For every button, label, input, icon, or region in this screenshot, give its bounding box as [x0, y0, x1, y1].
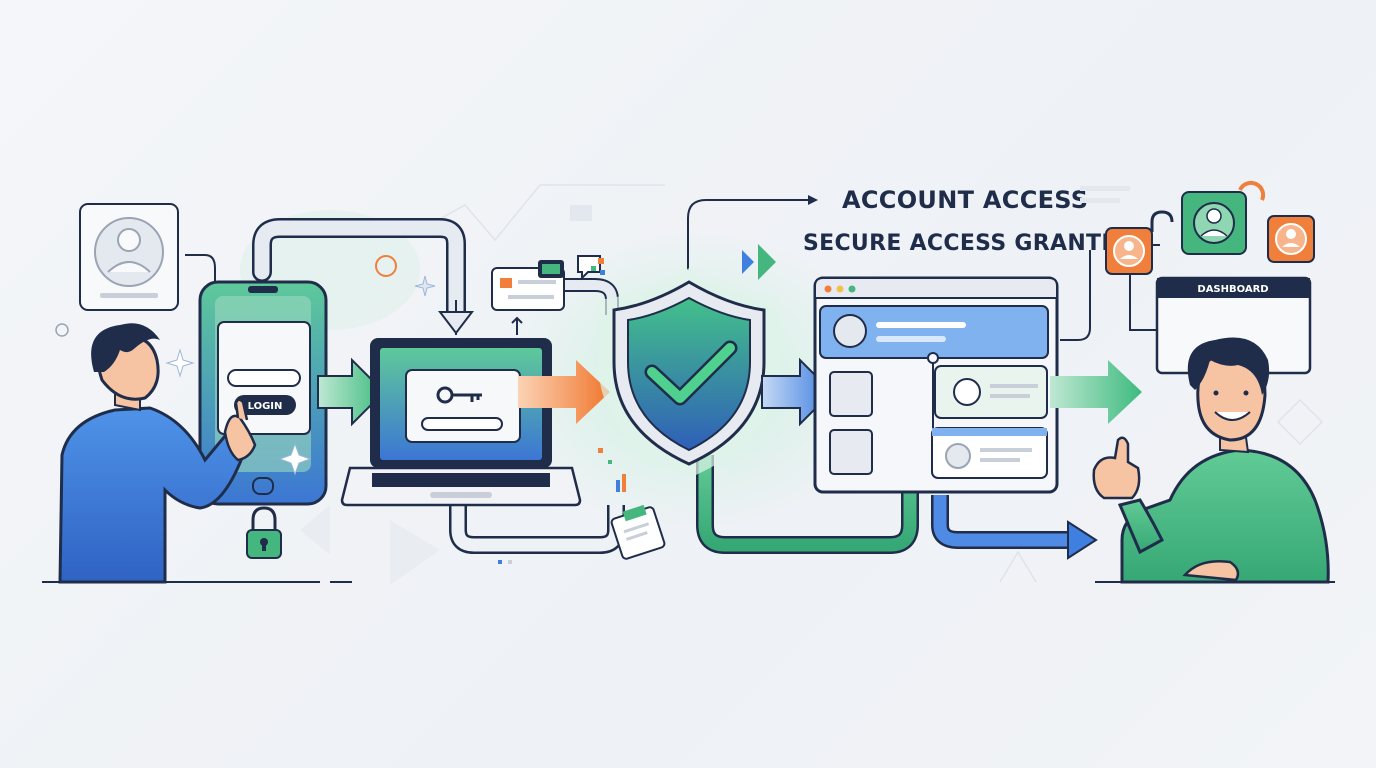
laptop — [340, 338, 582, 507]
person-left — [58, 323, 257, 584]
headline-subtitle: SECURE ACCESS GRANTED — [803, 231, 1136, 256]
user-avatar-icon — [1267, 215, 1315, 263]
decor-bits — [498, 244, 776, 564]
document-icon — [610, 504, 666, 560]
login-button[interactable]: LOGIN — [234, 395, 296, 415]
key-login-window — [405, 369, 521, 443]
user-avatar-icon — [833, 314, 867, 348]
flow-arrow-1 — [317, 357, 386, 427]
flow-connectors — [185, 195, 1160, 560]
dashboard-label: DASHBOARD — [1197, 284, 1268, 295]
user-avatar-icon — [1105, 227, 1153, 275]
notification-card — [491, 255, 601, 335]
shield-check-icon — [598, 268, 780, 478]
login-field[interactable] — [227, 369, 301, 387]
flow-arrow-4 — [1050, 360, 1142, 424]
thumbs-up-hand — [1092, 436, 1141, 500]
avatar-tiles — [1105, 180, 1315, 275]
browser-window — [813, 276, 1059, 494]
background-decor — [300, 184, 1324, 585]
open-padlock-icon — [1150, 210, 1174, 232]
user-avatar-icon — [1181, 191, 1247, 255]
flow-arrow-2 — [518, 360, 610, 424]
pointing-hand — [223, 414, 257, 462]
person-right — [1092, 337, 1330, 584]
key-icon — [436, 386, 482, 404]
sparkle-icon — [165, 275, 436, 476]
bar-mini-icon — [598, 448, 626, 492]
user-card — [934, 365, 1048, 419]
profile-card — [79, 203, 179, 311]
decor-ring — [375, 255, 397, 277]
headline-title: ACCOUNT ACCESS — [842, 186, 1089, 214]
padlock-icon — [246, 506, 282, 559]
decor-dot — [55, 323, 69, 337]
home-button — [252, 477, 274, 495]
login-button-label: LOGIN — [248, 401, 283, 412]
